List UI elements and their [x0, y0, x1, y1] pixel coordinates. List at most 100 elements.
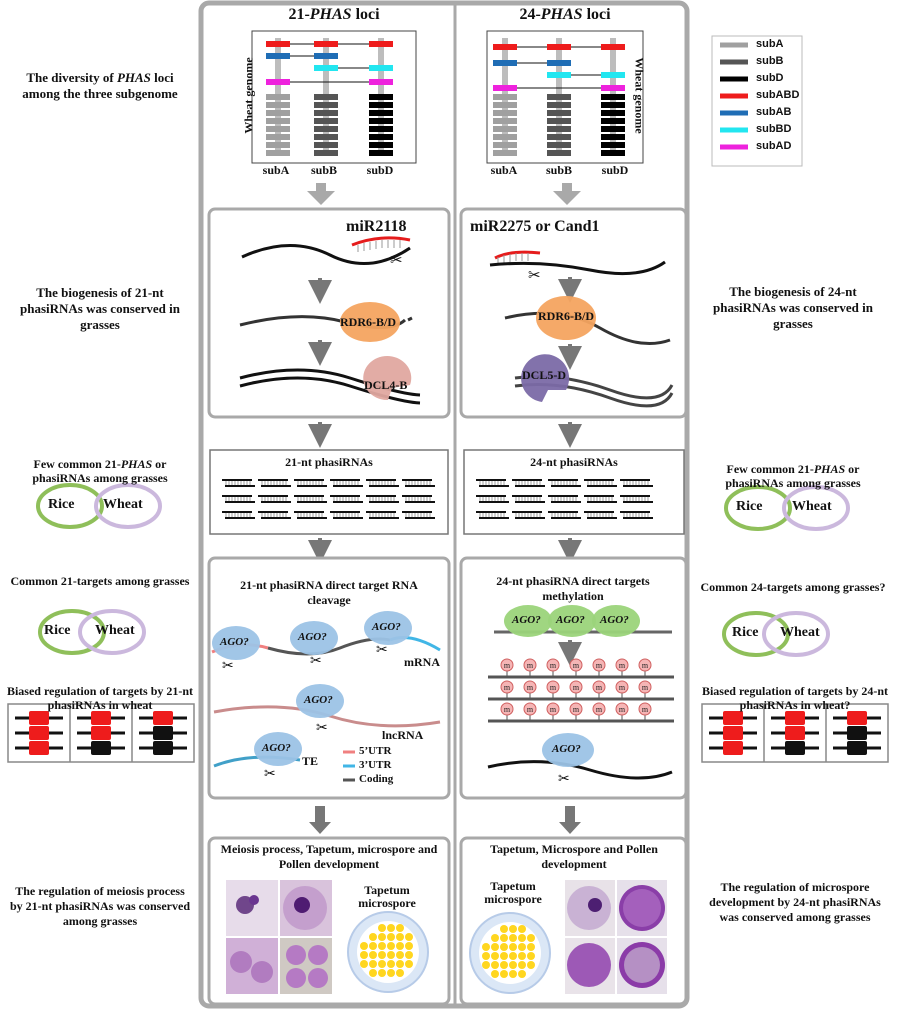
ago-protein [542, 733, 594, 767]
rdr-label-24: RDR6-B/D [538, 309, 594, 323]
scissors-icon: ✂ [376, 643, 388, 658]
sub-label: subB [545, 163, 573, 177]
microspore [369, 969, 377, 977]
mirna-strand [494, 250, 541, 260]
target-block [29, 726, 49, 740]
phas-locus [493, 142, 517, 148]
ago-label: AGO? [556, 614, 585, 626]
phas-locus-subBD [547, 72, 571, 78]
methyl-mark [592, 702, 606, 716]
phas-locus-subAB [547, 60, 571, 66]
phas-locus-subAB [314, 53, 338, 59]
ago-label: AGO? [304, 694, 333, 706]
target-block [29, 741, 49, 755]
methyl-mark-label: m [550, 661, 557, 670]
scissors-icon: ✂ [558, 772, 570, 787]
micrograph-pollen-2 [617, 880, 667, 936]
phas-locus-subBD [369, 65, 393, 71]
microspore [509, 961, 517, 969]
microspore [360, 960, 368, 968]
venn-diagram-right-1 [724, 485, 850, 531]
phas-locus [369, 94, 393, 100]
phas-locus [369, 150, 393, 156]
wheat-genome-label-right: Wheat genome [632, 57, 647, 134]
methyl-mark-label: m [619, 705, 626, 714]
microspore [396, 942, 404, 950]
methyl-mark [592, 680, 606, 694]
target-block [91, 711, 111, 725]
microspore [378, 969, 386, 977]
microspore [405, 933, 413, 941]
methyl-mark-label: m [527, 705, 534, 714]
ago-protein [254, 732, 302, 766]
phas-locus [314, 126, 338, 132]
microspore [527, 943, 535, 951]
phas-locus [601, 118, 625, 124]
methyl-mark-label: m [596, 705, 603, 714]
dcl-label-24: DCL5-D [522, 368, 566, 382]
ago-label: AGO? [298, 631, 327, 643]
loci-title-24: 24-PHAS loci [519, 6, 611, 23]
loci-title-21: 21-PHAS loci [288, 6, 380, 23]
down-arrow [309, 806, 331, 834]
dcl-label-21: DCL4-B [364, 378, 408, 392]
phas-locus [601, 126, 625, 132]
methyl-mark-label: m [550, 705, 557, 714]
micrograph-meiosis-4 [280, 938, 332, 994]
methyl-mark-label: m [642, 661, 649, 670]
scissors-icon: ✂ [264, 767, 276, 782]
venn-label-wheat: Wheat [103, 497, 143, 512]
phas-locus-subAD [493, 85, 517, 91]
methyl-mark [638, 702, 652, 716]
microspore [369, 960, 377, 968]
ago-protein [296, 684, 344, 718]
microspore [396, 951, 404, 959]
methyl-mark-label: m [550, 683, 557, 692]
legend-label-subD: subD [756, 72, 784, 84]
phas-locus [493, 110, 517, 116]
phas-locus [493, 134, 517, 140]
phas-locus [314, 150, 338, 156]
biogenesis-text-right: The biogenesis of 24-nt phasiRNAs was co… [713, 284, 873, 331]
rdr-label-21: RDR6-B/D [340, 315, 396, 329]
methyl-mark-label: m [573, 705, 580, 714]
sub-label: subB [310, 163, 338, 177]
few-common-text-left: Few common 21-PHAS or phasiRNAs among gr… [32, 457, 168, 485]
phas-locus-subAD [369, 79, 393, 85]
ago-protein [212, 626, 260, 660]
methyl-mark [500, 702, 514, 716]
microspore [518, 961, 526, 969]
microspore [396, 969, 404, 977]
microspore [491, 943, 499, 951]
biased-regulation-right [701, 703, 889, 763]
microspore [509, 943, 517, 951]
methyl-mark-label: m [573, 683, 580, 692]
phas-locus [601, 150, 625, 156]
target-block [785, 726, 805, 740]
microspore [509, 952, 517, 960]
phas-locus [547, 94, 571, 100]
phas-locus-subAD [266, 79, 290, 85]
phasirna-box-21 [209, 449, 449, 535]
target-block [847, 726, 867, 740]
phas-locus [314, 102, 338, 108]
microspore [360, 942, 368, 950]
phas-locus [493, 150, 517, 156]
rna-strand [487, 760, 673, 780]
methyl-mark [569, 680, 583, 694]
legend-coding: Coding [359, 773, 394, 785]
microspore [387, 924, 395, 932]
phas-locus [547, 134, 571, 140]
ago-label: AGO? [600, 614, 629, 626]
microspore [518, 925, 526, 933]
phas-locus [493, 102, 517, 108]
microspore [369, 933, 377, 941]
phas-locus [314, 118, 338, 124]
microspore [500, 925, 508, 933]
regulation-text-left: The regulation of meiosis process by 21-… [9, 884, 191, 928]
methyl-mark [546, 658, 560, 672]
methyl-mark [615, 680, 629, 694]
ago-protein [290, 621, 338, 655]
